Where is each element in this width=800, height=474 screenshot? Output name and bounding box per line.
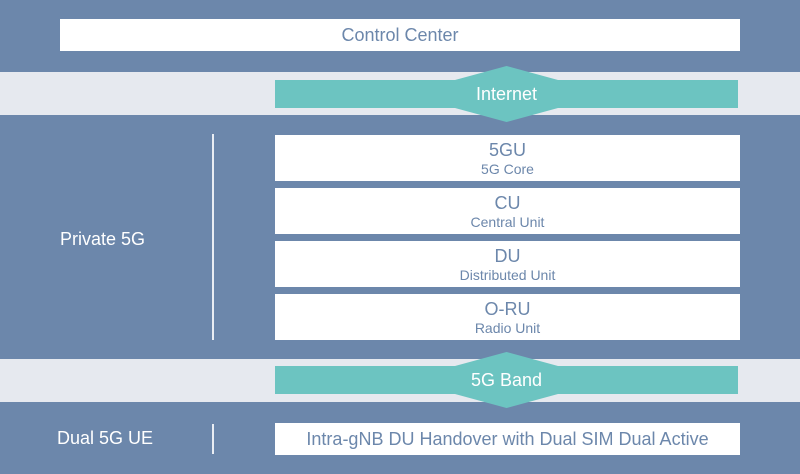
- layer-subtitle: Distributed Unit: [459, 266, 556, 283]
- 5g-band-arrow: 5G Band: [275, 352, 738, 408]
- 5g-band-label: 5G Band: [470, 369, 543, 390]
- layer-title: DU: [494, 245, 521, 266]
- layer-du-box: DU Distributed Unit: [275, 241, 740, 287]
- ue-divider: [212, 424, 214, 454]
- layer-title: 5GU: [488, 139, 526, 160]
- layer-title: CU: [494, 192, 521, 213]
- double-arrow-icon: [275, 66, 738, 122]
- ue-description-box: Intra-gNB DU Handover with Dual SIM Dual…: [275, 423, 740, 455]
- layer-oru-box: O-RU Radio Unit: [275, 294, 740, 340]
- control-center-box: Control Center: [60, 19, 740, 51]
- layer-subtitle: Central Unit: [470, 213, 545, 230]
- private-5g-divider: [212, 134, 214, 340]
- internet-arrow: Internet: [275, 66, 738, 122]
- layer-subtitle: 5G Core: [481, 160, 534, 177]
- layer-title: O-RU: [484, 298, 531, 319]
- ue-description: Intra-gNB DU Handover with Dual SIM Dual…: [306, 429, 709, 449]
- internet-label: Internet: [475, 83, 538, 104]
- private-5g-label: Private 5G: [60, 229, 146, 249]
- layer-subtitle: Radio Unit: [474, 319, 541, 336]
- control-center-label: Control Center: [341, 25, 459, 45]
- double-arrow-icon: [275, 352, 738, 408]
- layer-cu-box: CU Central Unit: [275, 188, 740, 234]
- dual-5g-ue-label: Dual 5G UE: [57, 428, 154, 448]
- layer-5gu-box: 5GU 5G Core: [275, 135, 740, 181]
